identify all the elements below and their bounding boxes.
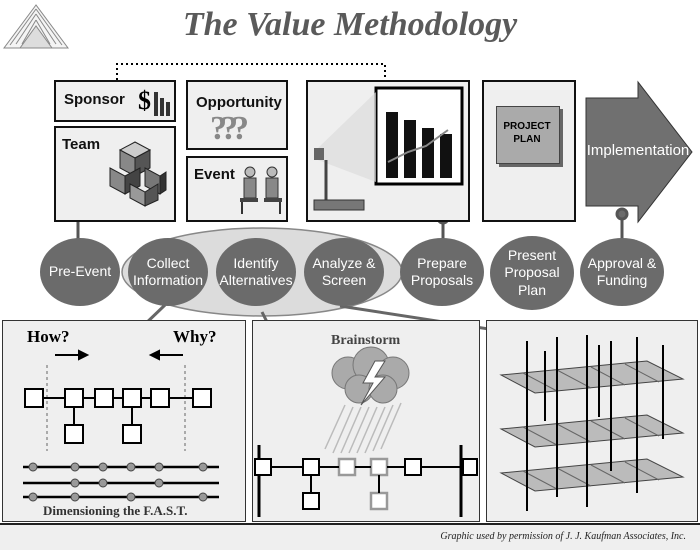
fast-diagram-box: How? Why?	[2, 320, 246, 522]
sponsor-panel: Sponsor $	[54, 80, 176, 122]
fast-diagram-svg	[23, 349, 219, 502]
meeting-icon	[240, 166, 282, 214]
opportunity-panel: Opportunity ???	[186, 80, 288, 150]
event-label: Event	[194, 166, 235, 183]
team-panel: Team	[54, 126, 176, 222]
event-panel: Event	[186, 156, 288, 222]
connector-dotted	[116, 63, 386, 80]
page-title: The Value Methodology	[182, 6, 518, 43]
brainstorm-svg	[254, 346, 478, 517]
step-identify-alternatives: Identify Alternatives	[216, 238, 296, 306]
project-plan-text: PROJECT PLAN	[503, 121, 551, 145]
credit-text: Graphic used by permission of J. J. Kauf…	[440, 531, 686, 542]
screening-grid-svg	[499, 335, 685, 511]
implementation-label: Implementation	[586, 142, 690, 159]
brainstorm-box: Brainstorm	[252, 320, 480, 522]
brainstorm-label: Brainstorm	[331, 333, 401, 348]
implementation-arrow	[585, 80, 693, 224]
step-collect-information: Collect Information	[128, 238, 208, 306]
screening-box	[486, 320, 698, 522]
team-label: Team	[62, 136, 101, 153]
projector-chart-icon	[313, 86, 464, 211]
opportunity-label: Opportunity	[196, 94, 282, 111]
step-approval-funding: Approval & Funding	[580, 238, 664, 306]
fast-caption: Dimensioning the F.A.S.T.	[43, 503, 188, 518]
logo-icon	[3, 4, 69, 49]
why-label: Why?	[173, 327, 217, 346]
cube-team-icon	[109, 141, 167, 207]
step-prepare-proposals: Prepare Proposals	[400, 238, 484, 306]
money-icon: $	[138, 86, 151, 115]
credit-bar: Graphic used by permission of J. J. Kauf…	[0, 523, 700, 550]
sponsor-label: Sponsor	[64, 91, 125, 108]
lightning-icon	[360, 360, 387, 406]
chart-icon	[154, 92, 170, 116]
step-analyze-screen: Analyze & Screen	[304, 238, 384, 306]
how-label: How?	[27, 327, 70, 346]
step-present-proposal-plan: Present Proposal Plan	[490, 236, 574, 310]
project-plan-doc	[496, 106, 560, 164]
step-pre-event: Pre-Event	[40, 238, 120, 306]
project-plan-panel: PROJECT PLAN	[482, 80, 576, 222]
question-marks-icon: ???	[210, 110, 249, 147]
analysis-panel	[306, 80, 470, 222]
